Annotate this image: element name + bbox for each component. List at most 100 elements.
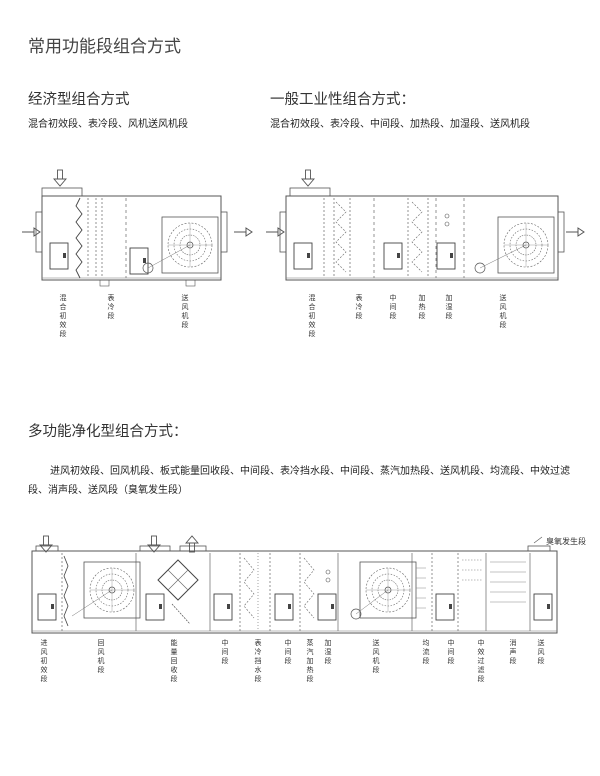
- purification-description: 进风初效段、回风机段、板式能量回收段、中间段、表冷挡水段、中间段、蒸汽加热段、送…: [28, 466, 570, 496]
- industrial-label-char: 合: [309, 302, 316, 311]
- purification-label-char: 机: [98, 656, 105, 665]
- economy-unit-diagram: [21, 169, 253, 287]
- purification-label-char: 段: [285, 656, 292, 665]
- purification-label-char: 表: [255, 638, 262, 647]
- purification-label-char: 中: [285, 638, 292, 647]
- purification-label-char: 段: [255, 674, 262, 683]
- economy-label-char: 段: [108, 311, 115, 320]
- purification-label-char: 段: [171, 674, 178, 683]
- economy-label-char: 表: [108, 293, 115, 302]
- purification-label-char: 冷: [255, 647, 262, 656]
- purification-label-char: 段: [307, 674, 314, 683]
- economy-label-char: 风: [182, 303, 189, 311]
- purification-label-char: 热: [307, 665, 314, 674]
- purification-label-char: 效: [41, 665, 48, 674]
- industrial-label-char: 湿: [446, 302, 453, 311]
- industrial-label-char: 混: [309, 293, 316, 302]
- purification-label-char: 段: [373, 665, 380, 674]
- economy-title: 经济型组合方式: [28, 92, 130, 108]
- industrial-label-char: 段: [419, 311, 426, 320]
- purification-label-char: 效: [478, 647, 485, 656]
- purification-label-char: 回: [98, 639, 105, 647]
- purification-label-char: 中: [478, 638, 485, 647]
- purification-label-char: 水: [255, 665, 262, 674]
- purification-label-char: 滤: [478, 665, 485, 674]
- purification-label-char: 段: [448, 656, 455, 665]
- purification-label-char: 中: [448, 638, 455, 647]
- industrial-label-char: 冷: [356, 302, 363, 311]
- purification-label-char: 挡: [255, 656, 262, 665]
- ozone-generator-label: 臭氧发生段: [546, 536, 586, 546]
- purification-label-char: 回: [171, 657, 178, 665]
- industrial-label-char: 段: [390, 311, 397, 320]
- purification-label-char: 段: [98, 665, 105, 674]
- purification-label-char: 段: [538, 656, 545, 665]
- purification-label-char: 段: [423, 656, 430, 665]
- industrial-label-char: 初: [309, 311, 316, 320]
- industrial-label-char: 段: [446, 311, 453, 320]
- industrial-label-char: 机: [500, 311, 507, 320]
- economy-label-char: 效: [60, 320, 67, 329]
- economy-label-char: 段: [60, 329, 67, 338]
- purification-label-char: 流: [423, 647, 430, 656]
- purification-label-char: 声: [510, 647, 517, 656]
- purification-label-char: 送: [373, 638, 380, 647]
- industrial-label-char: 加: [419, 293, 426, 302]
- purification-label-char: 消: [510, 638, 517, 647]
- purification-label-char: 过: [478, 656, 485, 665]
- section-labels: 混合初效段表冷段送风机段混合初效段表冷段中间段加热段加湿段送风机段进风初效段回风…: [41, 293, 545, 683]
- purification-label-char: 风: [538, 648, 545, 656]
- economy-label-char: 送: [182, 293, 189, 302]
- purification-label-char: 汽: [307, 647, 314, 656]
- industrial-label-char: 风: [500, 303, 507, 311]
- industrial-label-char: 送: [500, 293, 507, 302]
- purification-label-char: 加: [325, 638, 332, 647]
- purification-label-char: 初: [41, 656, 48, 665]
- purification-label-char: 风: [373, 648, 380, 656]
- purification-label-char: 段: [510, 656, 517, 665]
- purification-label-char: 间: [448, 648, 455, 656]
- industrial-label-char: 段: [356, 311, 363, 320]
- industrial-label-char: 表: [356, 293, 363, 302]
- purification-label-char: 送: [538, 638, 545, 647]
- industrial-label-char: 段: [309, 329, 316, 338]
- purification-label-char: 蒸: [307, 638, 314, 647]
- purification-label-char: 段: [478, 674, 485, 683]
- purification-label-char: 进: [41, 639, 48, 647]
- purification-label-char: 能: [171, 638, 178, 647]
- economy-label-char: 机: [182, 311, 189, 320]
- purification-label-char: 段: [41, 674, 48, 683]
- purification-label-char: 段: [325, 656, 332, 665]
- purification-title: 多功能净化型组合方式：: [28, 424, 188, 440]
- industrial-label-char: 中: [390, 293, 397, 302]
- purification-label-char: 中: [222, 638, 229, 647]
- industrial-description: 混合初效段、表冷段、中间段、加热段、加湿段、送风机段: [270, 119, 530, 130]
- economy-label-char: 混: [60, 293, 67, 302]
- economy-label-char: 段: [182, 320, 189, 329]
- purification-label-char: 段: [222, 656, 229, 665]
- economy-label-char: 冷: [108, 302, 115, 311]
- industrial-label-char: 热: [419, 302, 426, 311]
- purification-label-char: 均: [423, 638, 430, 647]
- purification-label-char: 量: [171, 648, 178, 656]
- economy-description: 混合初效段、表冷段、风机送风机段: [28, 119, 188, 130]
- purification-label-char: 机: [373, 656, 380, 665]
- purification-label-char: 间: [285, 648, 292, 656]
- purification-label-char: 收: [171, 665, 178, 674]
- industrial-label-char: 效: [309, 320, 316, 329]
- industrial-label-char: 间: [390, 303, 397, 311]
- page-title: 常用功能段组合方式: [28, 37, 181, 57]
- purification-label-char: 风: [98, 648, 105, 656]
- purification-label-char: 间: [222, 648, 229, 656]
- economy-label-char: 合: [60, 302, 67, 311]
- purification-label-char: 风: [41, 648, 48, 656]
- purification-label-char: 加: [307, 656, 314, 665]
- industrial-label-char: 加: [446, 293, 453, 302]
- economy-label-char: 初: [60, 311, 67, 320]
- purification-label-char: 湿: [325, 647, 332, 656]
- industrial-label-char: 段: [500, 320, 507, 329]
- purification-unit-diagram: [31, 535, 558, 634]
- industrial-unit-diagram: [265, 169, 585, 281]
- industrial-title: 一般工业性组合方式：: [270, 92, 415, 108]
